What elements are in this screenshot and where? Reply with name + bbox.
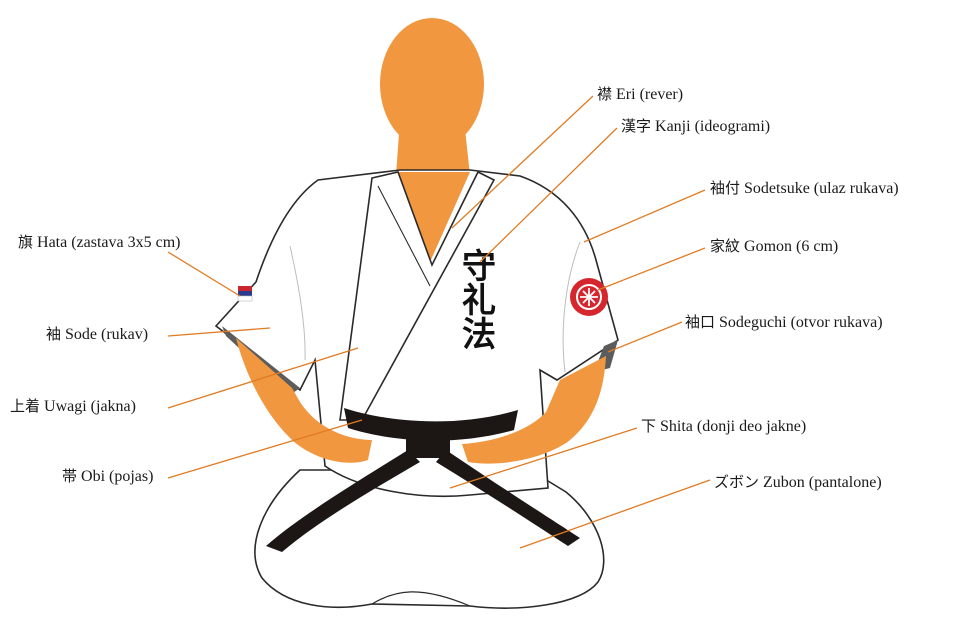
kanji-char: 礼 (462, 281, 496, 321)
label-kanji: 漢字 Kanji (ideogrami) (621, 116, 770, 137)
label-gomon: 家紋 Gomon (6 cm) (710, 236, 838, 257)
label-obi: 帯 Obi (pojas) (62, 466, 153, 487)
label-text: Eri (rever) (616, 86, 684, 103)
label-text: Sode (rukav) (65, 326, 149, 343)
label-text: Shita (donji deo jakne) (660, 418, 807, 435)
label-jp: 袖付 (710, 179, 741, 197)
label-text: Gomon (6 cm) (744, 238, 839, 255)
label-jp: 旗 (18, 233, 34, 251)
label-shita: 下 Shita (donji deo jakne) (641, 416, 806, 437)
label-hata: 旗 Hata (zastava 3x5 cm) (18, 232, 181, 253)
label-text: Sodetsuke (ulaz rukava) (744, 180, 899, 197)
gomon-crest-icon (570, 278, 608, 316)
label-text: Kanji (ideogrami) (655, 118, 771, 135)
kanji-char: 守 (462, 247, 496, 287)
label-jp: 襟 (597, 85, 613, 103)
label-jp: ズボン (714, 473, 760, 491)
label-jp: 上着 (10, 397, 41, 415)
kanji-char: 法 (462, 315, 496, 355)
label-eri: 襟 Eri (rever) (597, 84, 683, 105)
flag-patch (237, 286, 253, 302)
leader-lines (167, 95, 711, 549)
label-text: Obi (pojas) (81, 468, 154, 485)
label-text: Hata (zastava 3x5 cm) (37, 234, 181, 251)
label-jp: 漢字 (621, 117, 652, 135)
label-sodetsuke: 袖付 Sodetsuke (ulaz rukava) (710, 178, 899, 199)
label-text: Sodeguchi (otvor rukava) (719, 314, 883, 331)
label-zubon: ズボン Zubon (pantalone) (714, 472, 882, 493)
belt (266, 408, 580, 552)
label-jp: 下 (641, 417, 657, 435)
label-sode: 袖 Sode (rukav) (46, 324, 148, 345)
arms (236, 338, 606, 464)
label-uwagi: 上着 Uwagi (jakna) (10, 396, 136, 417)
label-text: Zubon (pantalone) (763, 474, 882, 491)
label-jp: 帯 (62, 467, 78, 485)
label-jp: 家紋 (710, 237, 741, 255)
label-jp: 袖 (46, 325, 62, 343)
label-sodeguchi: 袖口 Sodeguchi (otvor rukava) (685, 312, 883, 333)
chest-kanji: 守 礼 法 (462, 247, 496, 355)
head (380, 18, 484, 175)
label-jp: 袖口 (685, 313, 716, 331)
label-text: Uwagi (jakna) (44, 398, 136, 415)
